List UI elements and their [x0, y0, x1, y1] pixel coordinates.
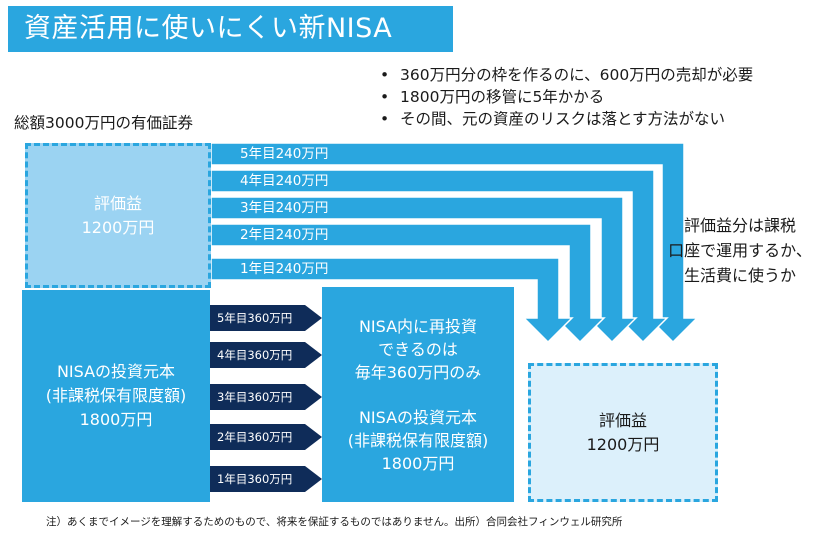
- principal-box-label: NISAの投資元本: [56, 362, 176, 381]
- transfer-arrow-label-year3: 3年目360万円: [217, 390, 293, 404]
- gain-arrow-label-year4: 4年目240万円: [240, 173, 329, 189]
- gain-arrow-label-year2: 2年目240万円: [240, 227, 329, 243]
- gain-arrow-label-year3: 3年目240万円: [240, 200, 329, 216]
- transfer-arrow-year2: [210, 424, 322, 450]
- side-note-line: 口座で運用するか、: [668, 241, 812, 260]
- nisa-reinvest-box: NISA内に再投資 できるのは 毎年360万円のみ NISAの投資元本 (非課税…: [322, 287, 514, 502]
- result-gain-box: 評価益 1200万円: [528, 363, 718, 502]
- key-point: その間、元の資産のリスクは落とす方法がない: [376, 108, 753, 130]
- principal-box-sublabel: (非課税保有限度額): [45, 386, 187, 405]
- nisa-box-line: 1800万円: [381, 453, 455, 473]
- key-points-list: 360万円分の枠を作るのに、600万円の売却が必要 1800万円の移管に5年かか…: [376, 64, 753, 130]
- gain-arrow-label-year1: 1年目240万円: [240, 261, 329, 277]
- gain-arrow-year4: [210, 169, 669, 344]
- gain-arrow-year5: [210, 142, 699, 344]
- nisa-box-line: NISA内に再投資: [358, 316, 478, 336]
- transfer-arrow-year5: [210, 305, 322, 331]
- result-box-label: 評価益: [598, 410, 647, 430]
- gain-arrow-year2: [210, 223, 606, 344]
- gain-box-label: 評価益: [93, 193, 142, 213]
- side-note-line: 評価益分は課税: [683, 216, 796, 235]
- gain-arrow-year3: [210, 196, 638, 344]
- transfer-arrow-label-year2: 2年目360万円: [217, 430, 293, 444]
- transfer-arrow-year1: [210, 466, 322, 492]
- taxable-account-note: 評価益分は課税 口座で運用するか、 生活費に使うか: [660, 213, 820, 288]
- gain-box-amount: 1200万円: [81, 217, 155, 237]
- unrealized-gain-box: 評価益 1200万円: [25, 143, 211, 288]
- transfer-arrow-year4: [210, 342, 322, 368]
- nisa-box-line: NISAの投資元本: [358, 407, 478, 427]
- gain-arrow-label-year5: 5年目240万円: [240, 146, 329, 162]
- nisa-box-line: 毎年360万円のみ: [354, 362, 482, 382]
- key-point: 1800万円の移管に5年かかる: [376, 86, 753, 108]
- key-point: 360万円分の枠を作るのに、600万円の売却が必要: [376, 64, 753, 86]
- nisa-box-line: できるのは: [378, 339, 458, 359]
- transfer-arrow-label-year1: 1年目360万円: [217, 472, 293, 486]
- footnote: 注）あくまでイメージを理解するためのもので、将来を保証するものではありません。出…: [46, 516, 623, 528]
- gain-arrow-year1: [210, 257, 574, 344]
- result-box-amount: 1200万円: [586, 434, 660, 454]
- transfer-arrow-year3: [210, 384, 322, 410]
- securities-total-caption: 総額3000万円の有価証券: [14, 114, 193, 132]
- side-note-line: 生活費に使うか: [683, 266, 796, 285]
- nisa-principal-box: NISAの投資元本 (非課税保有限度額) 1800万円: [22, 290, 210, 502]
- nisa-box-line: (非課税保有限度額): [347, 430, 489, 450]
- principal-box-amount: 1800万円: [79, 410, 153, 429]
- page-title: 資産活用に使いにくい新NISA: [8, 6, 453, 52]
- transfer-arrow-label-year5: 5年目360万円: [217, 311, 293, 325]
- transfer-arrow-label-year4: 4年目360万円: [217, 348, 293, 362]
